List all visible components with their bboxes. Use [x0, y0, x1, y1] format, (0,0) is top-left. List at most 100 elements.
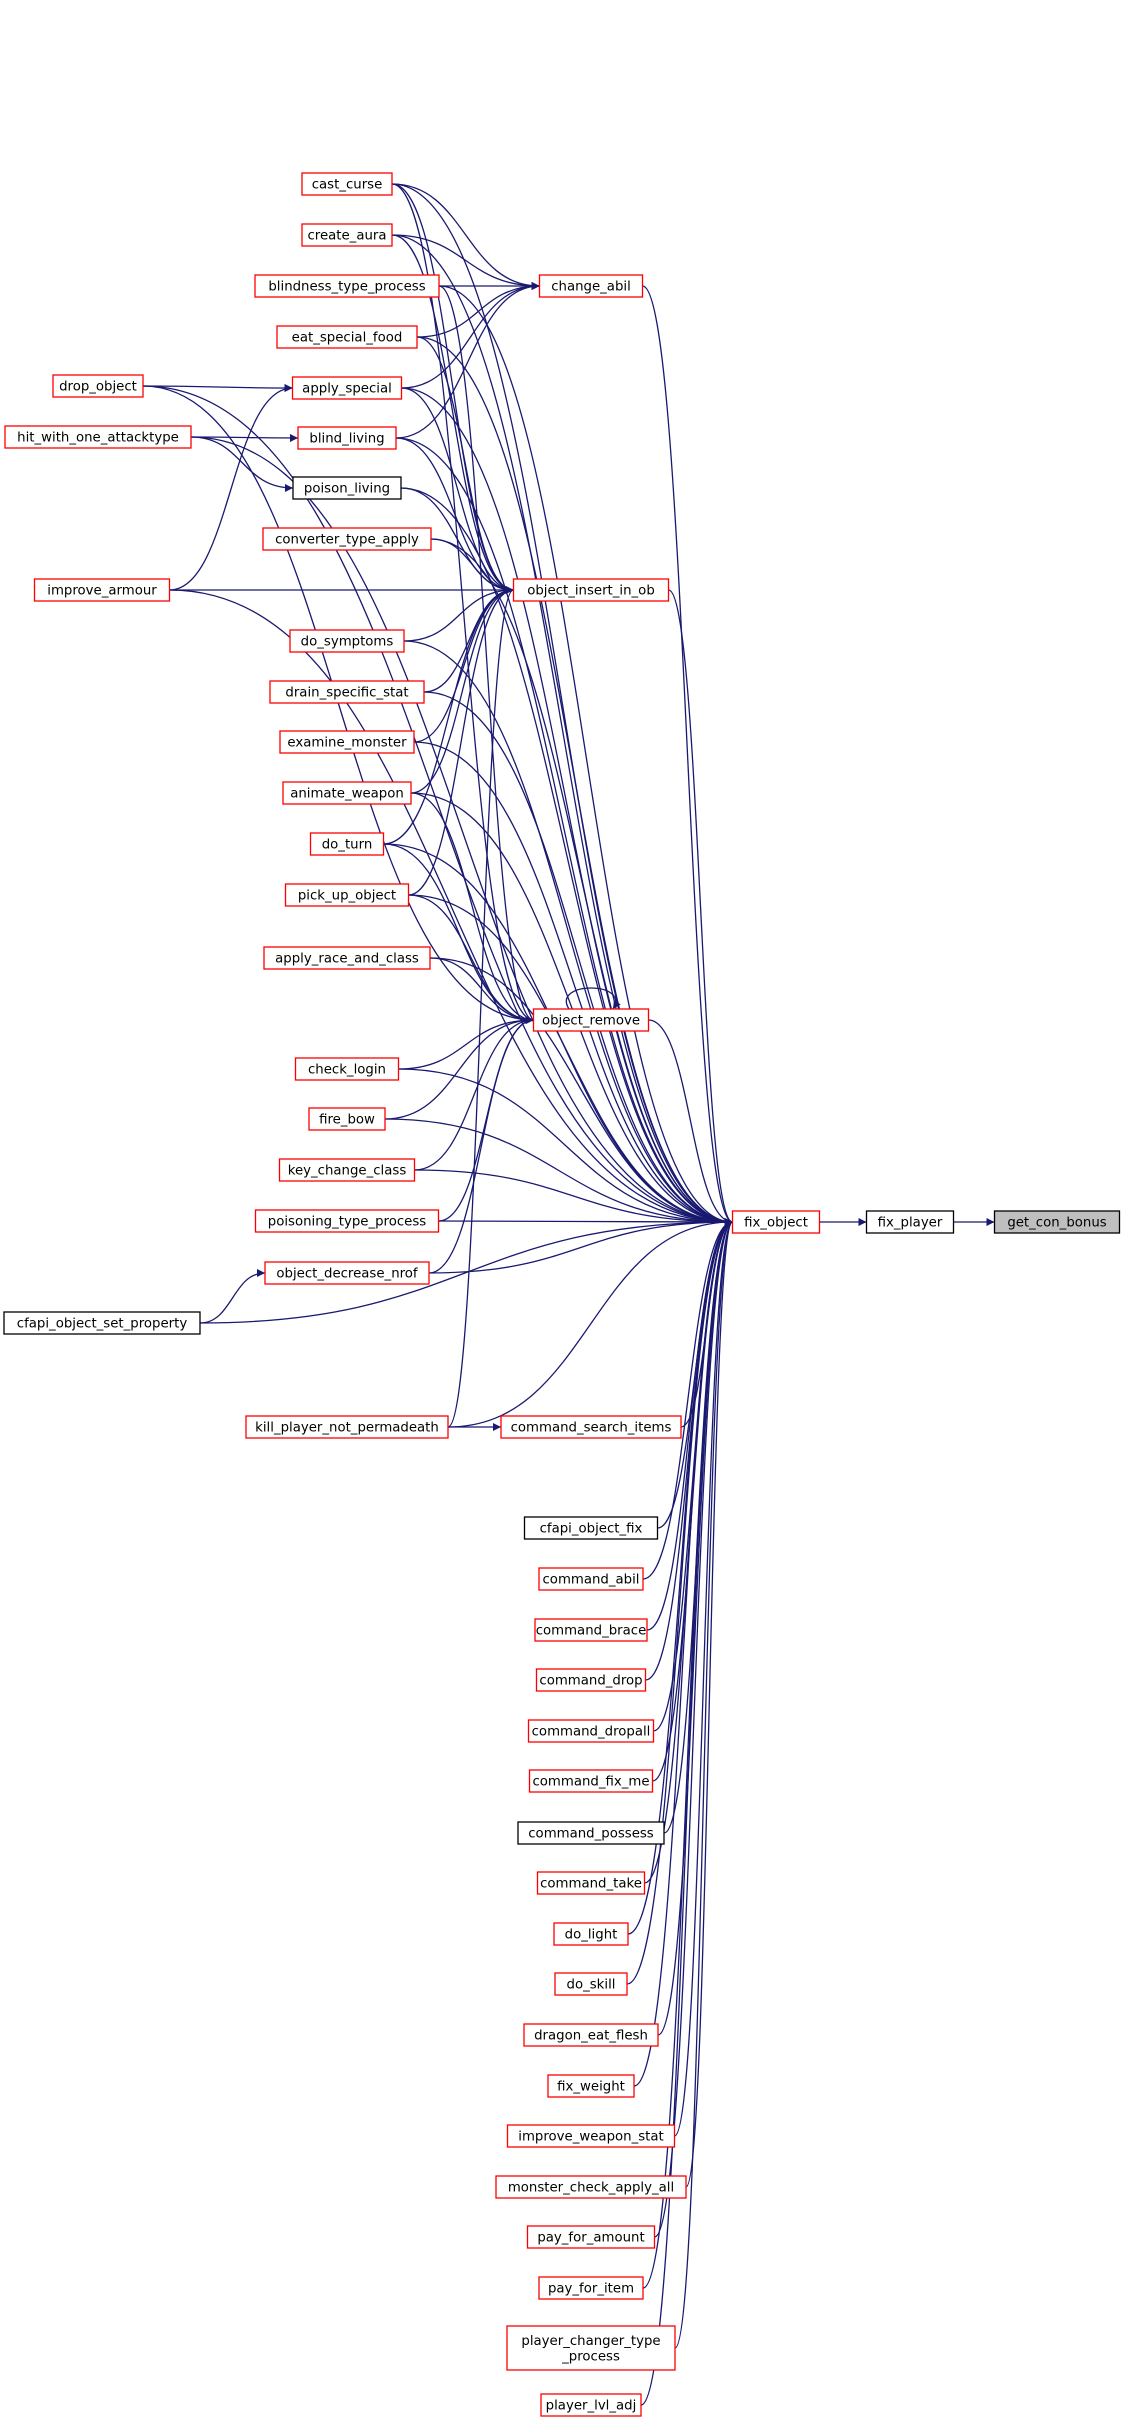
node-dragon_eat_flesh[interactable]: dragon_eat_flesh: [523, 2023, 659, 2047]
node-key_change_class[interactable]: key_change_class: [278, 1158, 416, 1182]
node-cast_curse[interactable]: cast_curse: [301, 172, 393, 196]
node-drop_object[interactable]: drop_object: [52, 374, 144, 398]
node-do_turn[interactable]: do_turn: [309, 832, 385, 856]
node-box: [993, 1210, 1121, 1234]
edge-line: [391, 183, 540, 290]
node-box: [538, 274, 644, 298]
node-apply_race_and_class[interactable]: apply_race_and_class: [263, 946, 431, 970]
node-do_light[interactable]: do_light: [553, 1922, 629, 1946]
node-animate_weapon[interactable]: animate_weapon: [282, 781, 412, 805]
node-poisoning_type_process[interactable]: poisoning_type_process: [254, 1209, 440, 1233]
node-label: command_dropall: [532, 1725, 651, 1740]
edge-command_drop-to-fix_object: [645, 1218, 733, 1681]
node-object_insert_in_ob[interactable]: object_insert_in_ob: [512, 578, 670, 602]
edge-line: [653, 1218, 734, 2238]
node-blindness_type_process[interactable]: blindness_type_process: [254, 274, 440, 298]
node-box: [731, 1210, 821, 1234]
node-label: poison_living: [304, 482, 390, 497]
edge-line: [645, 1218, 733, 1681]
node-change_abil[interactable]: change_abil: [538, 274, 644, 298]
edge-animate_weapon-to-fix_object: [410, 792, 733, 1226]
edge-poison_living-to-fix_object: [400, 487, 733, 1226]
edge-cfapi_object_set_property-to-object_decrease_nrof: [199, 1269, 266, 1324]
edge-cast_curse-to-fix_object: [391, 183, 733, 1226]
node-kill_player_not_permadeath[interactable]: kill_player_not_permadeath: [245, 1415, 449, 1439]
edge-line: [410, 586, 514, 794]
node-pay_for_amount[interactable]: pay_for_amount: [526, 2225, 656, 2249]
edge-line: [447, 1218, 733, 1428]
node-eat_special_food[interactable]: eat_special_food: [276, 325, 418, 349]
edge-line: [403, 586, 514, 642]
node-apply_special[interactable]: apply_special: [291, 376, 403, 400]
edge-line: [384, 1016, 534, 1120]
edge-line: [403, 640, 733, 1226]
node-label: command_drop: [539, 1674, 642, 1689]
edge-line: [199, 1269, 266, 1324]
node-label: cfapi_object_fix: [540, 1522, 643, 1537]
node-pay_for_item[interactable]: pay_for_item: [538, 2276, 644, 2300]
edge-line: [408, 894, 733, 1226]
node-fire_bow[interactable]: fire_bow: [308, 1107, 386, 1131]
node-label: command_abil: [543, 1573, 640, 1588]
node-do_skill[interactable]: do_skill: [554, 1972, 628, 1996]
node-box: [865, 1210, 955, 1234]
edge-line: [414, 1016, 534, 1171]
node-do_symptoms[interactable]: do_symptoms: [289, 629, 405, 653]
edge-line: [414, 1169, 733, 1226]
node-check_login[interactable]: check_login: [294, 1057, 400, 1081]
node-player_lvl_adj[interactable]: player_lvl_adj: [540, 2393, 642, 2417]
node-command_take[interactable]: command_take: [536, 1871, 646, 1895]
node-blind_living[interactable]: blind_living: [297, 426, 397, 450]
node-pick_up_object[interactable]: pick_up_object: [284, 883, 410, 907]
node-box: [538, 1567, 644, 1591]
edge-line: [438, 1217, 733, 1226]
node-fix_object[interactable]: fix_object: [731, 1210, 821, 1234]
node-label: player_changer_type: [521, 2334, 660, 2349]
node-fix_player[interactable]: fix_player: [865, 1210, 955, 1234]
node-object_decrease_nrof[interactable]: object_decrease_nrof: [264, 1261, 430, 1285]
edge-object_decrease_nrof-to-fix_object: [428, 1218, 733, 1274]
edge-line: [401, 387, 514, 594]
edge-blindness_type_process-to-object_remove: [438, 285, 534, 1024]
nodes-layer: get_con_bonus fix_player fix_object change_…: [3, 172, 1121, 2417]
node-improve_armour[interactable]: improve_armour: [33, 578, 171, 602]
node-command_dropall[interactable]: command_dropall: [527, 1719, 655, 1743]
node-create_aura[interactable]: create_aura: [301, 223, 393, 247]
edge-line: [428, 1016, 534, 1274]
node-player_changer_type_process[interactable]: player_changer_type_process: [506, 2325, 676, 2371]
node-label: command_brace: [536, 1624, 647, 1639]
node-command_search_items[interactable]: command_search_items: [500, 1415, 682, 1439]
node-converter_type_apply[interactable]: converter_type_apply: [262, 527, 432, 551]
node-label: fix_object: [744, 1216, 808, 1231]
edge-line: [400, 487, 733, 1226]
node-cfapi_object_set_property[interactable]: cfapi_object_set_property: [3, 1311, 201, 1335]
node-command_possess[interactable]: command_possess: [517, 1821, 665, 1845]
node-command_brace[interactable]: command_brace: [534, 1618, 648, 1642]
node-box: [4, 425, 192, 449]
edge-do_symptoms-to-fix_object: [403, 640, 733, 1226]
edge-change_abil-to-fix_object: [642, 285, 733, 1226]
edge-line: [416, 336, 733, 1226]
node-box: [284, 883, 410, 907]
node-poison_living[interactable]: poison_living: [292, 476, 402, 500]
node-monster_check_apply_all[interactable]: monster_check_apply_all: [495, 2175, 687, 2199]
edge-line: [438, 285, 733, 1226]
edge-do_turn-to-object_insert_in_ob: [383, 586, 514, 845]
node-drain_specific_stat[interactable]: drain_specific_stat: [269, 680, 425, 704]
node-cfapi_object_fix[interactable]: cfapi_object_fix: [523, 1516, 659, 1540]
edge-line: [642, 285, 733, 1226]
edge-line: [626, 1218, 733, 1985]
node-command_fix_me[interactable]: command_fix_me: [528, 1769, 654, 1793]
node-examine_monster[interactable]: examine_monster: [279, 730, 415, 754]
node-command_drop[interactable]: command_drop: [535, 1668, 647, 1692]
node-label: do_turn: [322, 838, 373, 853]
node-fix_weight[interactable]: fix_weight: [547, 2074, 635, 2098]
node-improve_weapon_stat[interactable]: improve_weapon_stat: [506, 2124, 676, 2148]
node-label: converter_type_apply: [275, 533, 419, 548]
node-command_abil[interactable]: command_abil: [538, 1567, 644, 1591]
node-hit_with_one_attacktype[interactable]: hit_with_one_attacktype: [4, 425, 192, 449]
node-object_remove[interactable]: object_remove: [532, 1008, 650, 1032]
edge-blind_living-to-change_abil: [395, 282, 540, 439]
node-get_con_bonus: get_con_bonus: [993, 1210, 1121, 1234]
